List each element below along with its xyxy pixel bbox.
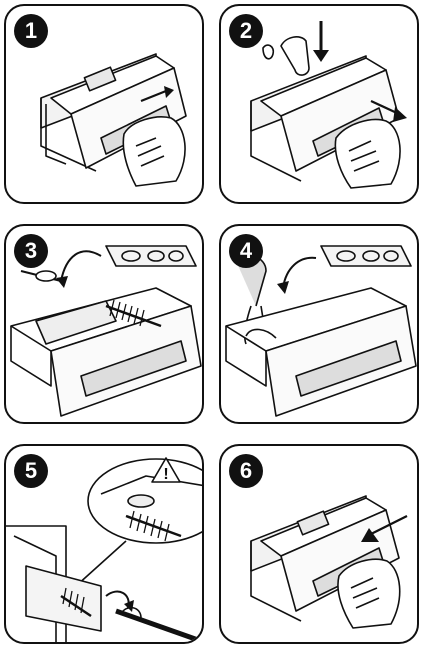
drawer-pull-out-illustration [40, 53, 187, 187]
remove-insert-and-brush-illustration [10, 245, 202, 417]
step-5-panel: 5 ! [4, 444, 204, 644]
step-number-badge: 4 [229, 234, 263, 268]
arrow-icon [361, 528, 379, 542]
step-1-panel: 1 [4, 4, 204, 204]
clean-drawer-housing-illustration: ! [6, 457, 202, 642]
press-release-illustration [250, 21, 407, 189]
step-number-badge: 2 [229, 14, 263, 48]
step-4-panel: 4 [219, 224, 419, 424]
step-6-panel: 6 [219, 444, 419, 644]
warning-symbol-text: ! [163, 466, 168, 483]
step-number-badge: 5 [14, 454, 48, 488]
arrow-icon [313, 50, 329, 62]
step-2-panel: 2 [219, 4, 419, 204]
step-number-badge: 1 [14, 14, 48, 48]
cleaning-brush-icon [109, 299, 145, 327]
arrow-icon [277, 281, 289, 294]
arrow-icon [164, 86, 174, 98]
step-3-panel: 3 [4, 224, 204, 424]
arrow-icon [56, 276, 68, 288]
rinse-under-water-illustration [225, 245, 417, 417]
arrow-icon [393, 107, 407, 122]
cleaning-brush-icon [62, 510, 170, 614]
step-number-badge: 3 [14, 234, 48, 268]
drawer-push-in-illustration [250, 495, 408, 629]
arrow-icon [124, 600, 134, 612]
warning-triangle-icon: ! [151, 457, 181, 483]
step-number-badge: 6 [229, 454, 263, 488]
